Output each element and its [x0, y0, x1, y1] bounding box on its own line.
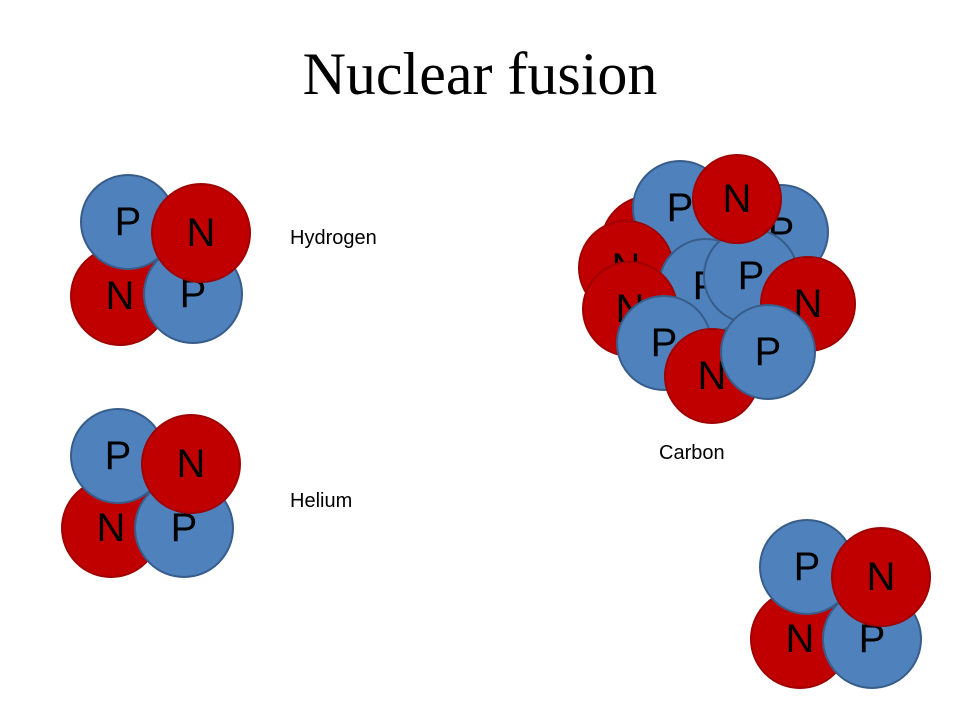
- helium-label: Helium: [290, 490, 353, 512]
- page-title: Nuclear fusion: [302, 41, 658, 107]
- hydrogen-label: Hydrogen: [290, 227, 377, 249]
- neutron-particle: N: [151, 183, 251, 283]
- proton-particle: P: [720, 304, 816, 400]
- neutron-particle: N: [141, 414, 241, 514]
- neutron-particle: N: [692, 154, 782, 244]
- carbon-label: Carbon: [659, 442, 725, 464]
- neutron-particle: N: [831, 527, 931, 627]
